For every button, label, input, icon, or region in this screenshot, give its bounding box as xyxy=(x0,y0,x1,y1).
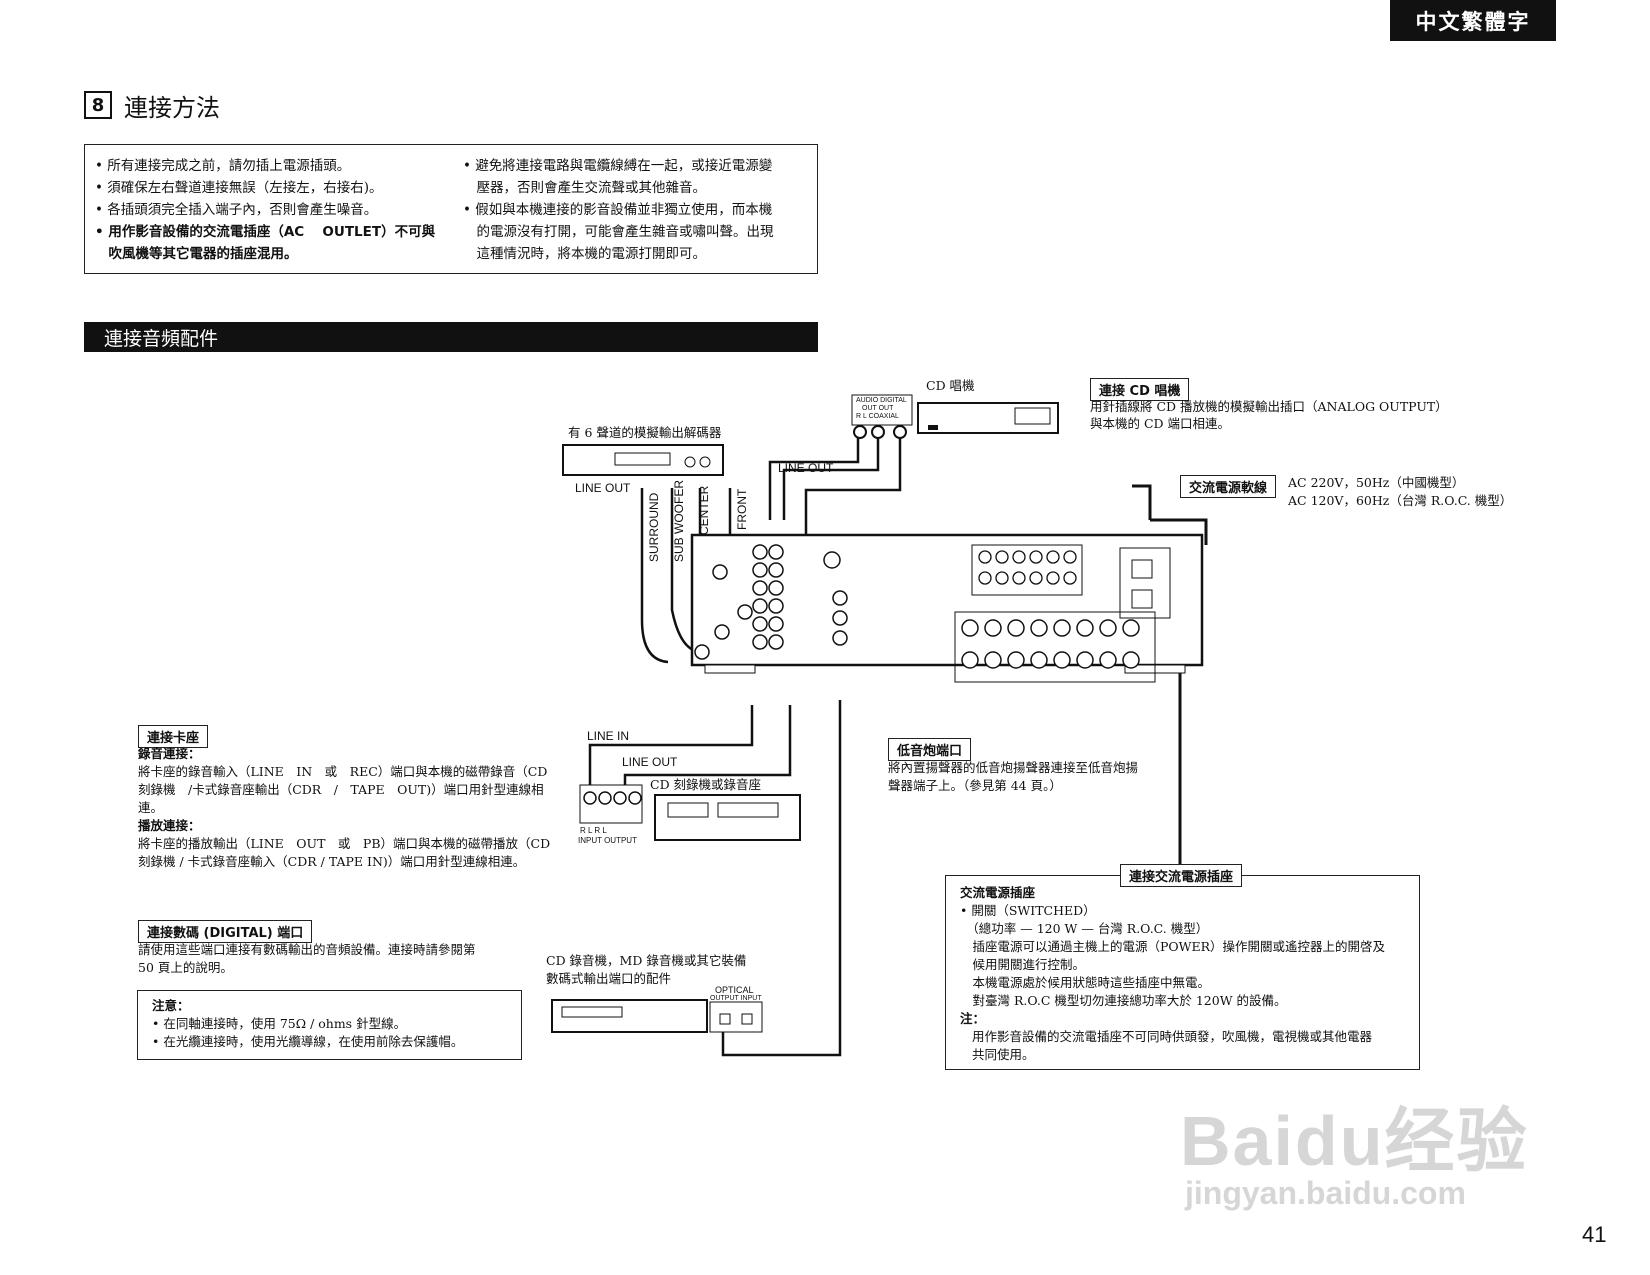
tape-rec-line: 將卡座的錄音輸入（LINE IN 或 REC）端口與本機的磁帶錄音（CD xyxy=(138,764,548,779)
note-item: 壓器，否則會產生交流聲或其他雜音。 xyxy=(463,180,706,196)
cd-jack-sub: OUT OUT xyxy=(862,405,894,412)
cd-jack-lr: R L COAXIAL xyxy=(856,413,899,420)
ac-outlet-line: 本機電源處於候用狀態時這些插座中無電。 xyxy=(960,975,1211,990)
tape-play-title: 播放連接： xyxy=(138,818,201,833)
decoder-unit xyxy=(562,444,724,476)
ac-outlet-title: 交流電源插座 xyxy=(960,885,1036,900)
cd-connect-tag: 連接 CD 唱機 xyxy=(1090,378,1190,401)
note-item: • 須確保左右聲道連接無誤（左接左，右接右)。 xyxy=(95,180,383,196)
channel-front: FRONT xyxy=(735,488,749,530)
cable-surround xyxy=(640,488,669,664)
watermark-logo: Baidu经验 xyxy=(1180,1102,1529,1180)
digital-line: 請使用這些端口連接有數碼輸出的音頻設備。連接時請參閱第 xyxy=(138,942,476,957)
section-title: 連接方法 xyxy=(124,94,220,122)
cable-cd-r xyxy=(768,430,860,520)
note-item: • 各插頭須完全插入端子內，否則會產生噪音。 xyxy=(95,202,378,218)
subsection-bar: 連接音頻配件 xyxy=(84,322,818,352)
language-tab: 中文繁體字 xyxy=(1390,0,1556,41)
tape-jack-io: INPUT OUTPUT xyxy=(578,836,637,845)
channel-subwoofer: SUB WOOFER xyxy=(672,479,686,562)
notes-box: • 所有連接完成之前，請勿插上電源插頭。 • 須確保左右聲道連接無誤（左接左，右… xyxy=(84,144,818,274)
digital-device-label: CD 錄音機，MD 錄音機或其它裝備 xyxy=(546,953,747,968)
cd-jack-header: AUDIO DIGITAL xyxy=(856,397,907,404)
ac-outlet-note-line: 共同使用。 xyxy=(972,1047,1035,1062)
cable-cd-l xyxy=(782,430,880,520)
power-cord-tag: 交流電源軟線 xyxy=(1180,475,1277,498)
subwoofer-line: 聲器端子上。（參見第 44 頁。） xyxy=(888,778,1062,793)
cd-line-out-label: LINE OUT xyxy=(778,461,834,475)
tape-play-line: 刻錄機 / 卡式錄音座輸入（CDR / TAPE IN)）端口用針型連線相連。 xyxy=(138,854,526,869)
subwoofer-tag: 低音炮端口 xyxy=(888,738,972,761)
digital-recorder-unit xyxy=(551,999,763,1033)
section-number: 8 xyxy=(84,91,112,119)
notes-left: • 所有連接完成之前，請勿插上電源插頭。 • 須確保左右聲道連接無誤（左接左，右… xyxy=(95,155,435,265)
tape-jack-rl: R L R L xyxy=(580,826,607,835)
ac-outlet-line: 插座電源可以通過主機上的電源（POWER）操作開關或遙控器上的開啓及 xyxy=(960,939,1386,954)
note-item: 這種情況時，將本機的電源打開即可。 xyxy=(463,246,706,262)
tape-rec-line: 刻錄機 /卡式錄音座輸出（CDR / TAPE OUT)）端口用針型連線相 xyxy=(138,782,544,797)
ac-outlet-line: • 開關（SWITCHED） xyxy=(960,903,1096,918)
digital-line: 50 頁上的說明。 xyxy=(138,960,233,975)
tape-device-label: CD 刻錄機或錄音座 xyxy=(650,777,762,792)
optical-label: OPTICAL xyxy=(715,985,754,995)
watermark-url: jingyan.baidu.com xyxy=(1185,1175,1466,1211)
decoder-line-out: LINE OUT xyxy=(575,481,631,495)
ac-outlet-box: 交流電源插座 • 開關（SWITCHED） （總功率 — 120 W — 台灣 … xyxy=(945,875,1420,1070)
cable-power xyxy=(1150,518,1208,545)
caution-line: • 在光纜連接時，使用光纜導線，在使用前除去保護帽。 xyxy=(152,1034,464,1049)
tape-rec-title: 錄音連接： xyxy=(138,746,201,761)
channel-surround: SURROUND xyxy=(647,492,661,562)
cd-player-label: CD 唱機 xyxy=(926,378,975,393)
note-item: • 假如與本機連接的影音設備並非獨立使用，而本機 xyxy=(463,202,773,218)
tape-deck-unit xyxy=(579,784,801,841)
note-item-bold: 吹風機等其它電器的插座混用。 xyxy=(95,246,298,262)
ac-outlet-line: （總功率 — 120 W — 台灣 R.O.C. 機型） xyxy=(960,921,1209,936)
notes-right: • 避免將連接電路與電纜線縛在一起，或接近電源變 壓器，否則會產生交流聲或其他雜… xyxy=(463,155,774,265)
tape-line-out-label: LINE OUT xyxy=(622,755,678,769)
cable-tape-out xyxy=(623,705,792,790)
power-cord-line: AC 220V，50Hz（中國機型） xyxy=(1288,475,1465,490)
cd-player-unit xyxy=(851,394,1059,439)
tape-play-line: 將卡座的播放輸出（LINE OUT 或 PB）端口與本機的磁帶播放（CD xyxy=(138,836,551,851)
ac-outlet-tag: 連接交流電源插座 xyxy=(1120,864,1243,887)
caution-line: • 在同軸連接時，使用 75Ω / ohms 針型線。 xyxy=(152,1016,407,1031)
ac-outlet-line: 對臺灣 R.O.C 機型切勿連接總功率大於 120W 的設備。 xyxy=(960,993,1287,1008)
power-cord-line: AC 120V，60Hz（台灣 R.O.C. 機型） xyxy=(1288,493,1513,508)
digital-connect-tag: 連接數碼 (DIGITAL) 端口 xyxy=(138,920,313,943)
channel-center: CENTER xyxy=(697,485,711,535)
digital-device-label: 數碼式輸出端口的配件 xyxy=(546,971,672,986)
cable-tape-in xyxy=(588,705,754,790)
decoder-label: 有 6 聲道的模擬輸出解碼器 xyxy=(568,425,722,440)
subwoofer-line: 將內置揚聲器的低音炮揚聲器連接至低音炮揚 xyxy=(888,760,1139,775)
caution-box: 注意： • 在同軸連接時，使用 75Ω / ohms 針型線。 • 在光纜連接時… xyxy=(137,990,522,1060)
note-item-bold: • 用作影音設備的交流電插座（AC OUTLET）不可與 xyxy=(95,224,436,240)
subsection-title: 連接音頻配件 xyxy=(104,327,219,350)
tape-line-in-label: LINE IN xyxy=(587,729,630,743)
page-number: 41 xyxy=(1582,1222,1607,1247)
caution-title: 注意： xyxy=(152,998,190,1013)
ac-outlet-note-title: 注： xyxy=(960,1011,986,1026)
ac-outlet-line: 候用開關進行控制。 xyxy=(960,957,1086,972)
optical-io-label: OUTPUT INPUT xyxy=(710,995,762,1002)
note-item: • 所有連接完成之前，請勿插上電源插頭。 xyxy=(95,158,351,174)
cd-desc-line: 用針插線將 CD 播放機的模擬輸出插口（ANALOG OUTPUT） xyxy=(1090,399,1448,414)
tape-connect-tag: 連接卡座 xyxy=(138,725,209,748)
note-item: 的電源沒有打開，可能會產生雜音或嘯叫聲。出現 xyxy=(463,224,774,240)
note-item: • 避免將連接電路與電纜線縛在一起，或接近電源變 xyxy=(463,158,773,174)
ac-outlet-note-line: 用作影音設備的交流電插座不可同時供頭發，吹風機，電視機或其他電器 xyxy=(972,1029,1373,1044)
cd-desc-line: 與本機的 CD 端口相連。 xyxy=(1090,416,1231,431)
receiver-rear-panel xyxy=(690,533,1204,683)
tape-rec-line: 連。 xyxy=(138,800,164,815)
